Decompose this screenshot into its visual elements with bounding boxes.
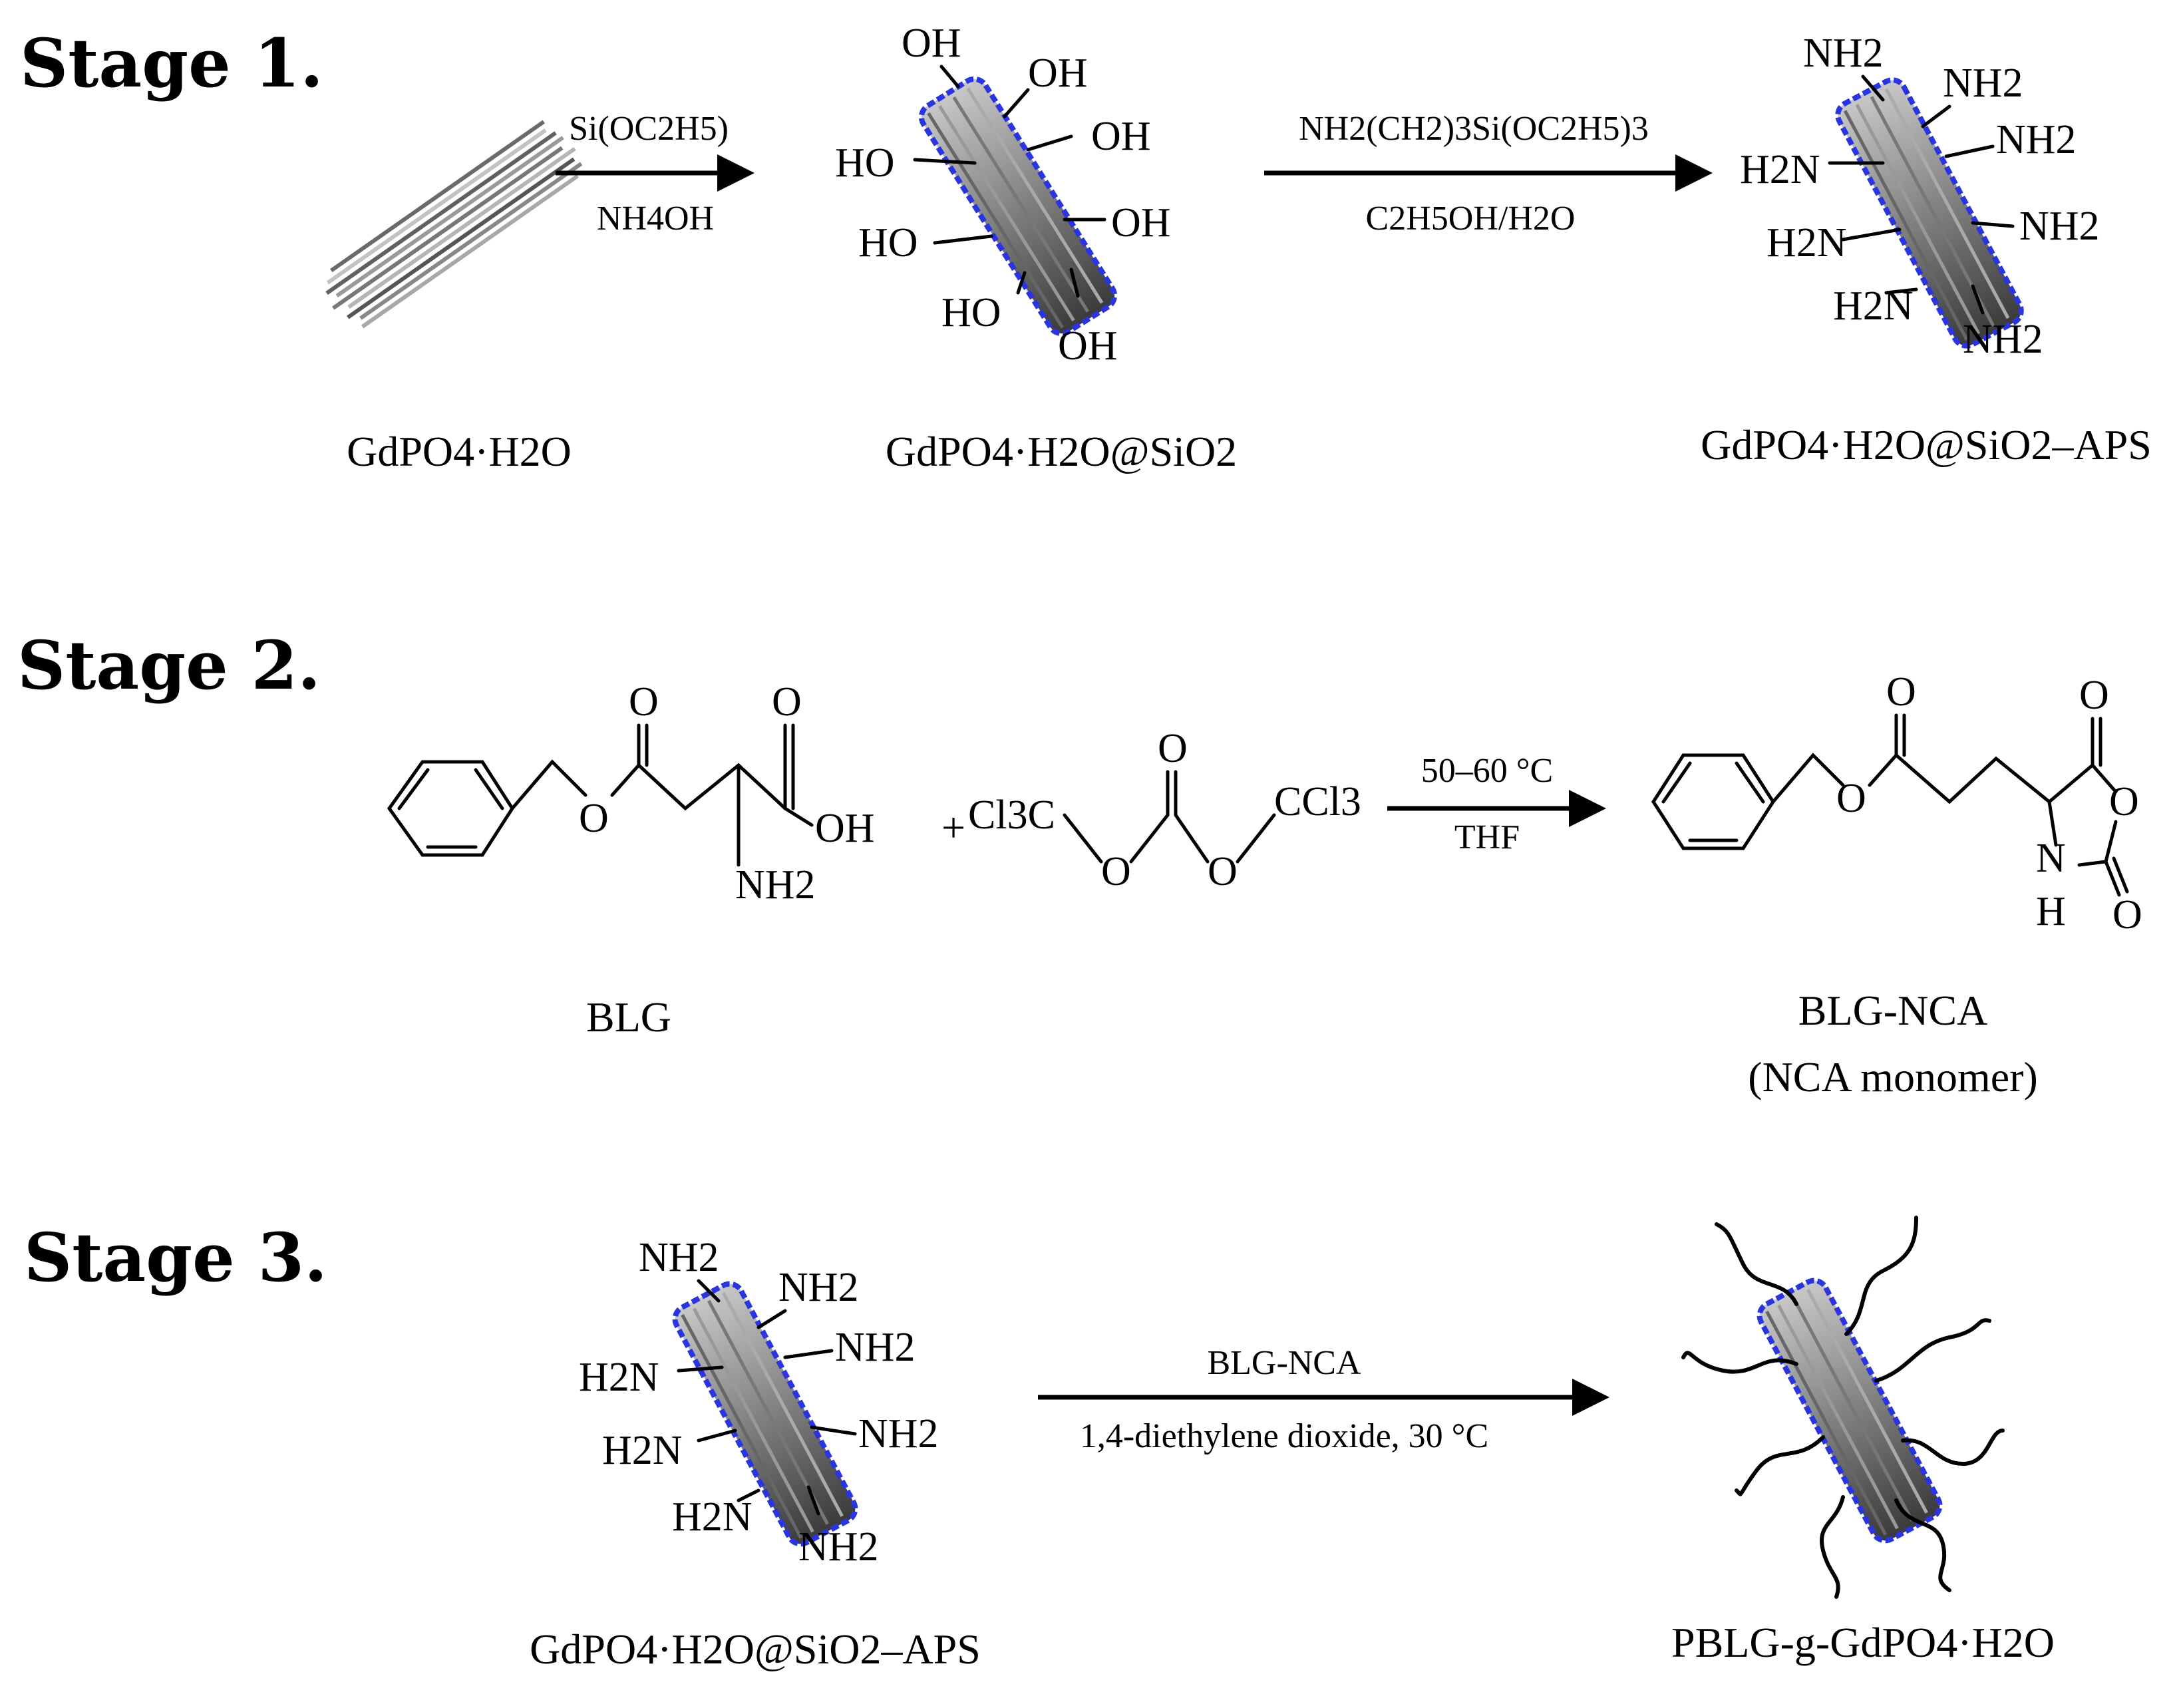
- atom-n: N: [2036, 836, 2066, 881]
- nh2-group: NH2: [835, 1325, 916, 1370]
- stage-1-heading: Stage 1.: [20, 24, 323, 102]
- aps-rod-stage3: [672, 1279, 858, 1547]
- atom-h: H: [2036, 889, 2066, 934]
- atom-o: O: [2112, 892, 2142, 938]
- trichloromethyl-right: CCl3: [1274, 779, 1361, 824]
- atom-o: O: [772, 679, 802, 725]
- arrow-1-catalyst: NH4OH: [597, 200, 714, 238]
- nh2-group: NH2: [1803, 31, 1884, 76]
- label-blg: BLG: [586, 993, 671, 1041]
- h2n-group: H2N: [579, 1355, 659, 1400]
- silica-coated-rod: [913, 65, 1118, 337]
- atom-o: O: [579, 796, 609, 841]
- nh2-group: NH2: [858, 1411, 939, 1456]
- ho-group: HO: [835, 140, 895, 186]
- h2n-group: H2N: [672, 1494, 753, 1540]
- atom-o: O: [1836, 776, 1866, 821]
- plus-sign: +: [941, 804, 965, 851]
- nh2-group: NH2: [1943, 61, 2023, 106]
- oh-group: OH: [1028, 51, 1088, 96]
- label-gdpo4: GdPO4·H2O: [347, 428, 572, 475]
- arrow-3-solvent: THF: [1454, 818, 1520, 856]
- oh-group: OH: [1111, 200, 1171, 246]
- triphosgene-structure: [1063, 770, 1276, 864]
- atom-o: O: [2109, 779, 2139, 824]
- label-gdpo4-sio2-aps: GdPO4·H2O@SiO2–APS: [1701, 421, 2152, 468]
- arrow-3-temperature: 50–60 °C: [1421, 752, 1553, 790]
- oh-group: OH: [1058, 323, 1118, 369]
- aps-rod: [1828, 75, 2024, 349]
- pblg-grafted-rod: [1681, 1216, 2005, 1599]
- h2n-group: H2N: [1766, 220, 1847, 265]
- nh2-group: NH2: [778, 1265, 859, 1310]
- arrow-4-monomer: BLG-NCA: [1207, 1344, 1361, 1382]
- atom-o: O: [1101, 849, 1131, 894]
- nh2-group: NH2: [1996, 117, 2077, 162]
- arrow-4-conditions: 1,4-diethylene dioxide, 30 °C: [1080, 1417, 1488, 1455]
- gdpo4-nanorod-icon: [325, 120, 583, 329]
- ho-group: HO: [941, 290, 1001, 335]
- atom-o: O: [1886, 669, 1916, 715]
- atom-o: O: [629, 679, 659, 725]
- label-nca-monomer: (NCA monomer): [1748, 1053, 2038, 1101]
- blg-nca-structure: [1651, 713, 2129, 897]
- trichloromethyl-left: Cl3C: [968, 792, 1055, 838]
- atom-oh: OH: [815, 806, 875, 851]
- h2n-group: H2N: [1833, 283, 1914, 329]
- atom-o: O: [2079, 673, 2109, 718]
- arrow-2-solvent: C2H5OH/H2O: [1366, 200, 1576, 238]
- oh-group: OH: [902, 21, 961, 66]
- stage-2-heading: Stage 2.: [17, 626, 321, 705]
- ho-group: HO: [858, 220, 918, 265]
- atom-o: O: [1208, 849, 1238, 894]
- h2n-group: H2N: [1740, 147, 1820, 192]
- nh2-group: NH2: [2019, 204, 2100, 249]
- oh-group: OH: [1091, 114, 1151, 159]
- h2n-group: H2N: [602, 1428, 683, 1473]
- arrow-2-reagent: NH2(CH2)3Si(OC2H5)3: [1299, 110, 1649, 148]
- label-blg-nca: BLG-NCA: [1798, 987, 1987, 1034]
- nh2-group: NH2: [798, 1524, 879, 1570]
- atom-o: O: [1158, 726, 1188, 771]
- arrow-1-reagent: Si(OC2H5): [569, 110, 729, 148]
- nh2-group: NH2: [639, 1235, 719, 1280]
- atom-nh2: NH2: [735, 862, 816, 908]
- label-pblg-g-gdpo4: PBLG-g-GdPO4·H2O: [1671, 1619, 2055, 1666]
- label-gdpo4-sio2: GdPO4·H2O@SiO2: [886, 428, 1237, 475]
- stage-3-heading: Stage 3.: [24, 1218, 327, 1297]
- nh2-group: NH2: [1963, 317, 2043, 362]
- label-gdpo4-sio2-aps-stage3: GdPO4·H2O@SiO2–APS: [530, 1625, 981, 1673]
- blg-structure: [387, 723, 814, 867]
